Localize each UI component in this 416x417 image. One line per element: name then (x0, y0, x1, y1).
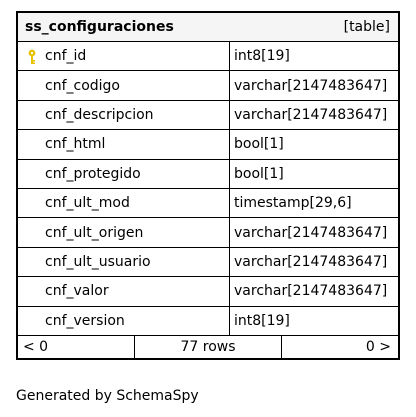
column-name: cnf_ult_usuario (45, 253, 151, 270)
column-type: timestamp[29,6] (234, 195, 352, 212)
table-kind-label: [table] (343, 19, 390, 35)
column-name: cnf_id (45, 48, 87, 65)
column-name-cell: cnf_ult_usuario (18, 247, 230, 277)
column-type-cell: varchar[2147483647] (230, 218, 398, 246)
column-name: cnf_version (45, 312, 125, 329)
column-type-cell: bool[1] (230, 160, 398, 188)
column-name-cell: cnf_valor (18, 277, 230, 306)
column-row: cnf_id int8[19] (18, 42, 398, 72)
column-row: cnf_protegido bool[1] (18, 159, 398, 189)
column-type: bool[1] (234, 165, 284, 182)
key-icon (28, 49, 36, 64)
column-name-cell: cnf_descripcion (18, 100, 230, 130)
row-count: 77 rows (135, 335, 282, 358)
column-type-cell: varchar[2147483647] (230, 248, 398, 276)
column-type: varchar[2147483647] (234, 253, 388, 270)
table-footer: < 0 77 rows 0 > (18, 335, 398, 358)
column-row: cnf_descripcion varchar[2147483647] (18, 100, 398, 131)
column-type: varchar[2147483647] (234, 224, 388, 241)
column-row: cnf_html bool[1] (18, 130, 398, 160)
column-row: cnf_ult_origen varchar[2147483647] (18, 218, 398, 248)
column-row: cnf_ult_usuario varchar[2147483647] (18, 247, 398, 278)
column-name: cnf_ult_origen (45, 224, 144, 241)
generated-by-label: Generated by SchemaSpy (16, 388, 199, 404)
column-type: int8[19] (234, 48, 290, 65)
column-name-cell: cnf_protegido (18, 159, 230, 188)
column-type-cell: int8[19] (230, 42, 398, 70)
column-row: cnf_version int8[19] (18, 306, 398, 336)
column-name-cell: cnf_codigo (18, 71, 230, 100)
column-type-cell: bool[1] (230, 130, 398, 158)
column-type: int8[19] (234, 312, 290, 329)
table-header: ss_configuraciones [table] (18, 13, 398, 42)
column-type: varchar[2147483647] (234, 283, 388, 300)
children-count-link[interactable]: 0 > (365, 338, 391, 355)
column-type: varchar[2147483647] (234, 77, 388, 94)
column-type-cell: varchar[2147483647] (230, 71, 398, 99)
table-name: ss_configuraciones (25, 19, 174, 35)
column-type-cell: int8[19] (230, 307, 398, 335)
column-name-cell: cnf_ult_mod (18, 188, 230, 218)
column-name: cnf_protegido (45, 165, 141, 182)
column-name: cnf_codigo (45, 77, 120, 94)
column-name-cell: cnf_ult_origen (18, 218, 230, 247)
column-name: cnf_valor (45, 283, 109, 300)
column-name-cell: cnf_html (18, 130, 230, 159)
column-row: cnf_ult_mod timestamp[29,6] (18, 188, 398, 219)
column-name: cnf_descripcion (45, 106, 154, 123)
column-type-cell: timestamp[29,6] (230, 189, 398, 217)
column-name-cell: cnf_id (18, 42, 230, 71)
column-name: cnf_ult_mod (45, 195, 130, 212)
column-name: cnf_html (45, 136, 106, 153)
column-type-cell: varchar[2147483647] (230, 277, 398, 305)
column-row: cnf_valor varchar[2147483647] (18, 277, 398, 307)
column-name-cell: cnf_version (18, 306, 230, 335)
table-node: ss_configuraciones [table] cnf_id int8[1… (16, 11, 400, 360)
column-type: varchar[2147483647] (234, 106, 388, 123)
column-type: bool[1] (234, 136, 284, 153)
parents-count-link[interactable]: < 0 (18, 335, 135, 358)
column-row: cnf_codigo varchar[2147483647] (18, 71, 398, 101)
column-type-cell: varchar[2147483647] (230, 101, 398, 129)
